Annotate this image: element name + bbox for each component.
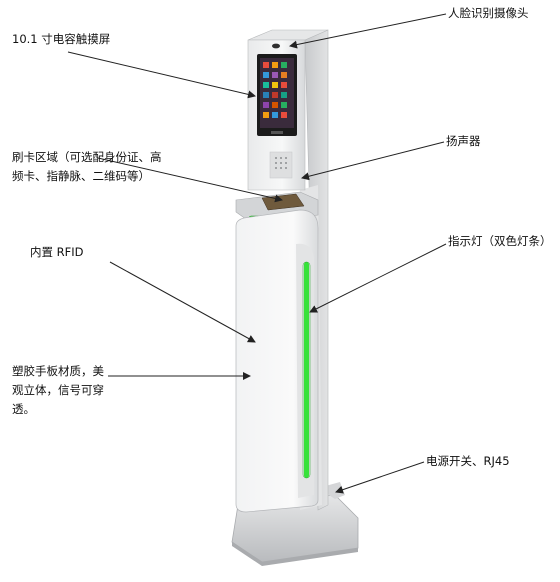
face-camera-icon bbox=[272, 43, 280, 49]
label-card-area: 刷卡区域（可选配身份证、高频卡、指静脉、二维码等） bbox=[12, 150, 162, 183]
arrow-icon bbox=[289, 13, 447, 49]
label-panel-material: 塑胶手板材质，美观立体，信号可穿透。 bbox=[12, 364, 104, 416]
screen-app-icons bbox=[263, 62, 287, 118]
label-indicator-light: 指示灯（双色灯条） bbox=[448, 234, 552, 248]
side-light-strip bbox=[304, 262, 309, 478]
screen-housing bbox=[247, 29, 329, 191]
label-rfid: 内置 RFID bbox=[30, 245, 84, 259]
arrow-icon bbox=[301, 141, 445, 181]
speaker-grille bbox=[269, 151, 293, 179]
label-face-camera: 人脸识别摄像头 bbox=[448, 6, 529, 20]
arrow-icon bbox=[109, 261, 256, 343]
arrow-icon bbox=[335, 461, 425, 494]
arrows bbox=[67, 13, 447, 494]
label-power: 电源开关、RJ45 bbox=[426, 454, 510, 468]
label-touch-screen: 10.1 寸电容触摸屏 bbox=[12, 32, 111, 46]
arrow-icon bbox=[67, 51, 256, 99]
label-speaker: 扬声器 bbox=[446, 134, 481, 148]
arrow-icon bbox=[309, 243, 447, 313]
arrow-icon bbox=[97, 157, 283, 203]
